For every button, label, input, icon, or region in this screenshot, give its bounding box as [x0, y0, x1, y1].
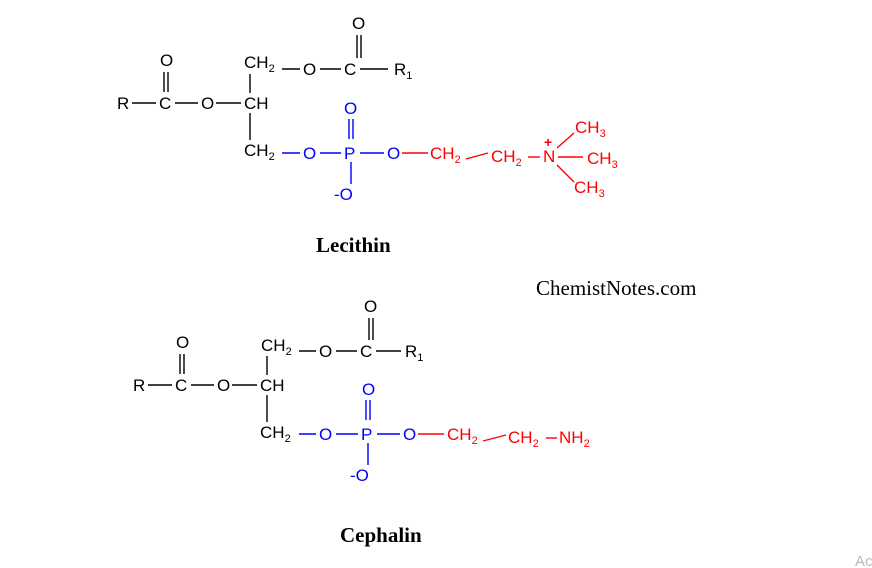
cephalin-o-minus: -O: [350, 466, 369, 485]
cephalin-ethanolamine-ch2-a: CH2: [447, 425, 478, 447]
cephalin-caption: Cephalin: [340, 523, 422, 547]
lecithin-p-o-left: O: [303, 144, 316, 163]
corner-text-fragment: Ac: [855, 553, 872, 568]
lecithin-ester1-c: C: [344, 60, 356, 79]
lecithin-bond-n-ch3-top: [556, 132, 575, 149]
cephalin-r: R: [133, 376, 145, 395]
cephalin-p-o-right: O: [403, 425, 416, 444]
cephalin-structure: O C R1 CH2 O O R C O CH CH2 O O P O -O: [133, 297, 590, 547]
lecithin-caption: Lecithin: [316, 233, 391, 257]
lecithin-ester2-c: C: [159, 94, 171, 113]
cephalin-bond-ch2-ch2: [482, 434, 507, 442]
lecithin-r1: R1: [394, 60, 412, 82]
lecithin-o-minus: -O: [334, 185, 353, 204]
lecithin-ch3-top: CH3: [575, 118, 606, 140]
lecithin-ester1-carbonyl-o: O: [352, 14, 365, 33]
lecithin-choline-ch2-b: CH2: [491, 147, 522, 169]
lecithin-choline-ch2-a: CH2: [430, 144, 461, 166]
cephalin-ester1-c: C: [360, 342, 372, 361]
lecithin-r: R: [117, 94, 129, 113]
cephalin-ester1-carbonyl-o: O: [364, 297, 377, 316]
lecithin-ch3-mid: CH3: [587, 149, 618, 171]
cephalin-ch2-top: CH2: [261, 336, 292, 358]
cephalin-ester2-carbonyl-o: O: [176, 333, 189, 352]
lecithin-bond-n-ch3-bot: [556, 164, 575, 183]
lecithin-phosphoryl-o: O: [344, 99, 357, 118]
lecithin-ch2-bottom: CH2: [244, 141, 275, 163]
lecithin-positive-charge: +: [544, 134, 552, 150]
cephalin-r1: R1: [405, 342, 423, 364]
cephalin-ester2-c: C: [175, 376, 187, 395]
cephalin-ester2-o: O: [217, 376, 230, 395]
lecithin-phosphorus: P: [344, 144, 355, 163]
site-label: ChemistNotes.com: [536, 276, 696, 300]
lecithin-ester1-o: O: [303, 60, 316, 79]
lecithin-ester2-o: O: [201, 94, 214, 113]
lecithin-bond-ch2-ch2: [465, 152, 489, 160]
cephalin-ester1-o: O: [319, 342, 332, 361]
lecithin-ester2-carbonyl-o: O: [160, 51, 173, 70]
lecithin-p-o-right: O: [387, 144, 400, 163]
cephalin-ch2-bottom: CH2: [260, 423, 291, 445]
cephalin-ch: CH: [260, 376, 285, 395]
cephalin-p-o-left: O: [319, 425, 332, 444]
lecithin-structure: O C R1 CH2 O O R C O CH CH2 O O P O -O: [117, 14, 618, 257]
cephalin-phosphoryl-o: O: [362, 380, 375, 399]
cephalin-amine: NH2: [559, 428, 590, 450]
lecithin-ch: CH: [244, 94, 269, 113]
lecithin-nitrogen: N: [543, 147, 555, 166]
cephalin-ethanolamine-ch2-b: CH2: [508, 428, 539, 450]
lecithin-ch3-bot: CH3: [574, 178, 605, 200]
lecithin-ch2-top: CH2: [244, 53, 275, 75]
cephalin-phosphorus: P: [361, 425, 372, 444]
